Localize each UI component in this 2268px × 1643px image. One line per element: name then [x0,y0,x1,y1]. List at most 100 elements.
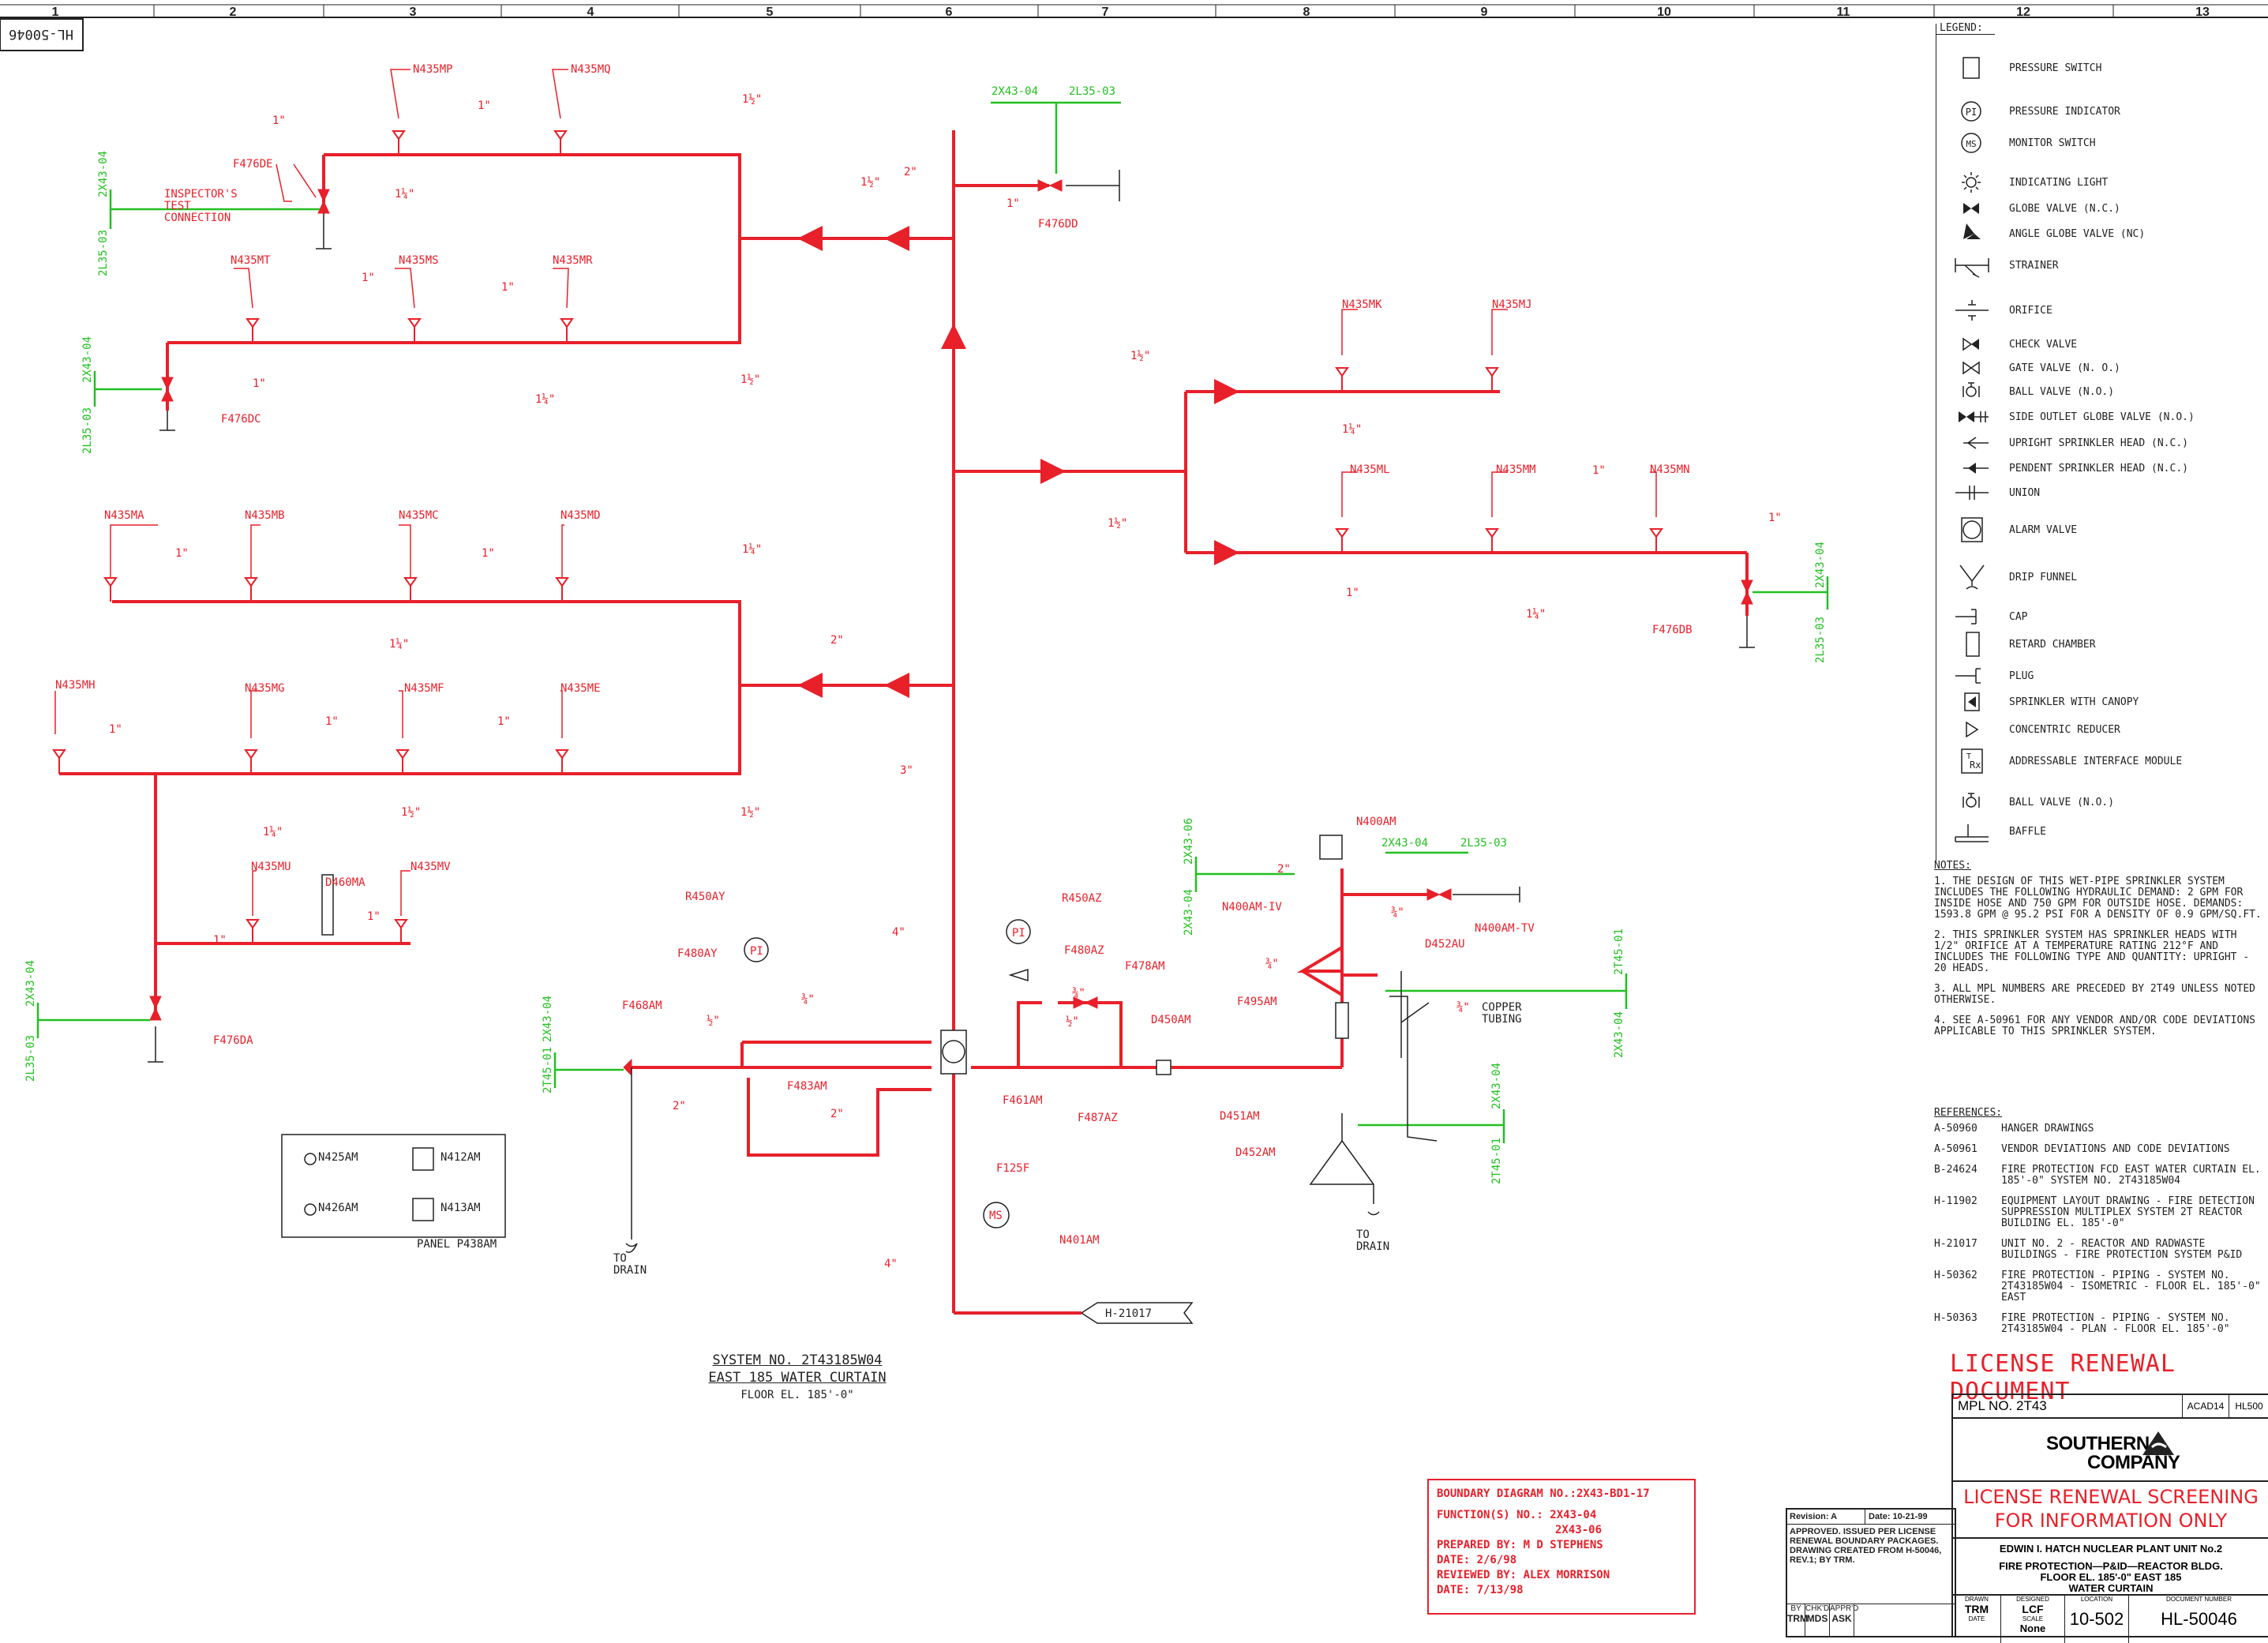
side-outlet-globe-valve-icon [1959,411,1989,422]
drawn-by: TRM [1964,1603,1989,1615]
designed-by: LCF [2022,1603,2044,1615]
alarm-valve-icon [940,1030,967,1075]
tag-f476de: F476DE [233,158,273,171]
reference-text: HANGER DRAWINGS [2001,1123,2094,1135]
to-drain-1: DRAIN [613,1264,647,1277]
bd-line6: REVIEWED BY: ALEX MORRISON [1437,1569,1610,1581]
tag-r450az: R450AZ [1062,892,1102,905]
size-label: 1½" [1130,350,1150,362]
company-logo-icon [2142,1431,2174,1455]
system-name-line1: SYSTEM NO. 2T43185W04 [712,1352,883,1368]
legend-item: CONCENTRIC REDUCER [1936,716,2266,743]
panel-item-n425am: N425AM [318,1151,358,1164]
legend-label: ADDRESSABLE INTERFACE MODULE [2009,755,2183,767]
boundary-tag: 2X43-06 [1183,818,1195,865]
note-4: 4. SEE A-50961 FOR ANY VENDOR AND/OR COD… [1934,1015,2255,1037]
boundary-tag: 2T45-01 [1490,1138,1503,1184]
sprinkler-head-icon [244,749,258,774]
reference-text: VENDOR DEVIATIONS AND CODE DEVIATIONS [2001,1143,2230,1155]
tag-f495am: F495AM [1237,996,1277,1008]
note-2: 2. THIS SPRINKLER SYSTEM HAS SPRINKLER H… [1934,929,2250,974]
size-label: 1" [109,723,122,736]
grid-col-5: 5 [767,6,774,19]
legend-item: UPRIGHT SPRINKLER HEAD (N.C.) [1936,430,2266,456]
tag-f483am: F483AM [787,1080,827,1093]
license-renewal-title: LICENSE RENEWAL DOCUMENT [1950,1350,2176,1405]
legend-label: CHECK VALVE [2009,338,2078,351]
pipe-network [54,69,1749,1313]
sprinkler-head-icon [555,577,569,602]
tag-n435mg: N435MG [245,682,285,695]
size-label: ¾" [1072,987,1085,1000]
tag-pi-1: PI [750,945,763,958]
sprinkler-head-icon [1335,528,1349,553]
legend-item: SIDE OUTLET GLOBE VALVE (N.O.) [1936,403,2266,430]
boundary-tag: 2T45-01 [1613,928,1625,975]
drawn-h: DRAWN [1965,1596,1989,1603]
boundary-tag: 2X43-04 [1490,1063,1503,1109]
legend-item: BALL VALVE (N.O.) [1936,378,2266,405]
size-label: 1½" [1108,517,1127,530]
tag-n435ml: N435ML [1350,463,1390,476]
tag-f480ay: F480AY [677,947,718,960]
company-name-1: SOUTHERN [2046,1433,2150,1454]
reference-id: H-50363 [1934,1312,1977,1324]
legend-label: SPRINKLER WITH CANOPY [2009,696,2139,708]
legend-item: UNION [1936,479,2266,506]
size-label: 1" [213,934,227,947]
svg-text:Rx: Rx [1970,760,1981,771]
size-label: 1" [175,547,189,560]
system-name-line2: EAST 185 WATER CURTAIN [708,1370,887,1386]
reference-text: FIRE PROTECTION - PIPING - SYSTEM NO. 2T… [2001,1312,2230,1335]
upright-sprinkler-icon [1963,437,1989,449]
legend-label: PENDENT SPRINKLER HEAD (N.C.) [2009,462,2188,475]
indicating-light-icon [1962,172,1981,193]
screening-line2: FOR INFORMATION ONLY [1994,1510,2228,1532]
legend-label: BAFFLE [2009,825,2046,838]
tag-r450ay: R450AY [685,891,725,903]
sprinkler-head-icon [560,318,574,343]
legend-item: PENDENT SPRINKLER HEAD (N.C.) [1936,455,2266,482]
size-label: ¾" [1265,958,1279,970]
legend-label: PRESSURE INDICATOR [2009,105,2120,118]
concentric-reducer-icon [1966,721,1979,738]
legend-item: BALL VALVE (N.O.) [1936,789,2266,816]
panel-label: PANEL P438AM [417,1238,497,1251]
tag-n435mp: N435MP [413,63,453,76]
tag-d460ma: D460MA [325,876,366,889]
tag-n435mn: N435MN [1650,463,1690,476]
baffle-icon [1955,824,1989,842]
reference-id: H-50362 [1934,1270,1977,1281]
reference-text: EQUIPMENT LAYOUT DRAWING - FIRE DETECTIO… [2001,1195,2255,1229]
legend-label: PRESSURE SWITCH [2009,62,2102,74]
reference-id: A-50960 [1934,1123,1977,1135]
sprinkler-head-icon [395,749,410,774]
size-label: 1¼" [263,826,283,838]
h21017-label: H-21017 [1105,1307,1152,1320]
location-h: LOCATION [2080,1596,2113,1603]
notes-title: NOTES: [1934,860,1971,872]
boundary-tag: 2X43-04 [1613,1011,1625,1058]
reference-item: A-50960 HANGER DRAWINGS [1934,1123,2266,1135]
h21017-continuation-flag: H-21017 [954,1302,1194,1324]
size-label: 1" [362,272,375,284]
rev-by: TRM [1787,1613,1808,1624]
ball-valve-icon [1156,1060,1171,1075]
size-label: ½" [707,1015,720,1027]
tag-n435mr: N435MR [553,254,593,267]
svg-text:T: T [1966,752,1971,761]
system-name-block: SYSTEM NO. 2T43185W04 EAST 185 WATER CUR… [679,1352,916,1404]
monitor-switch-icon: MS [1961,133,1981,153]
legend-item: INDICATING LIGHT [1936,169,2266,196]
bd-line1: BOUNDARY DIAGRAM NO.:2X43-BD1-17 [1437,1487,1650,1500]
boundary-tag: 2X43-04 [1381,837,1428,850]
sprinkler-head-icon [553,130,568,155]
tag-n435md: N435MD [560,509,601,522]
size-label: ¾" [1391,906,1404,919]
sprinkler-head-icon [1485,528,1499,553]
grid-col-12: 12 [2016,6,2030,19]
